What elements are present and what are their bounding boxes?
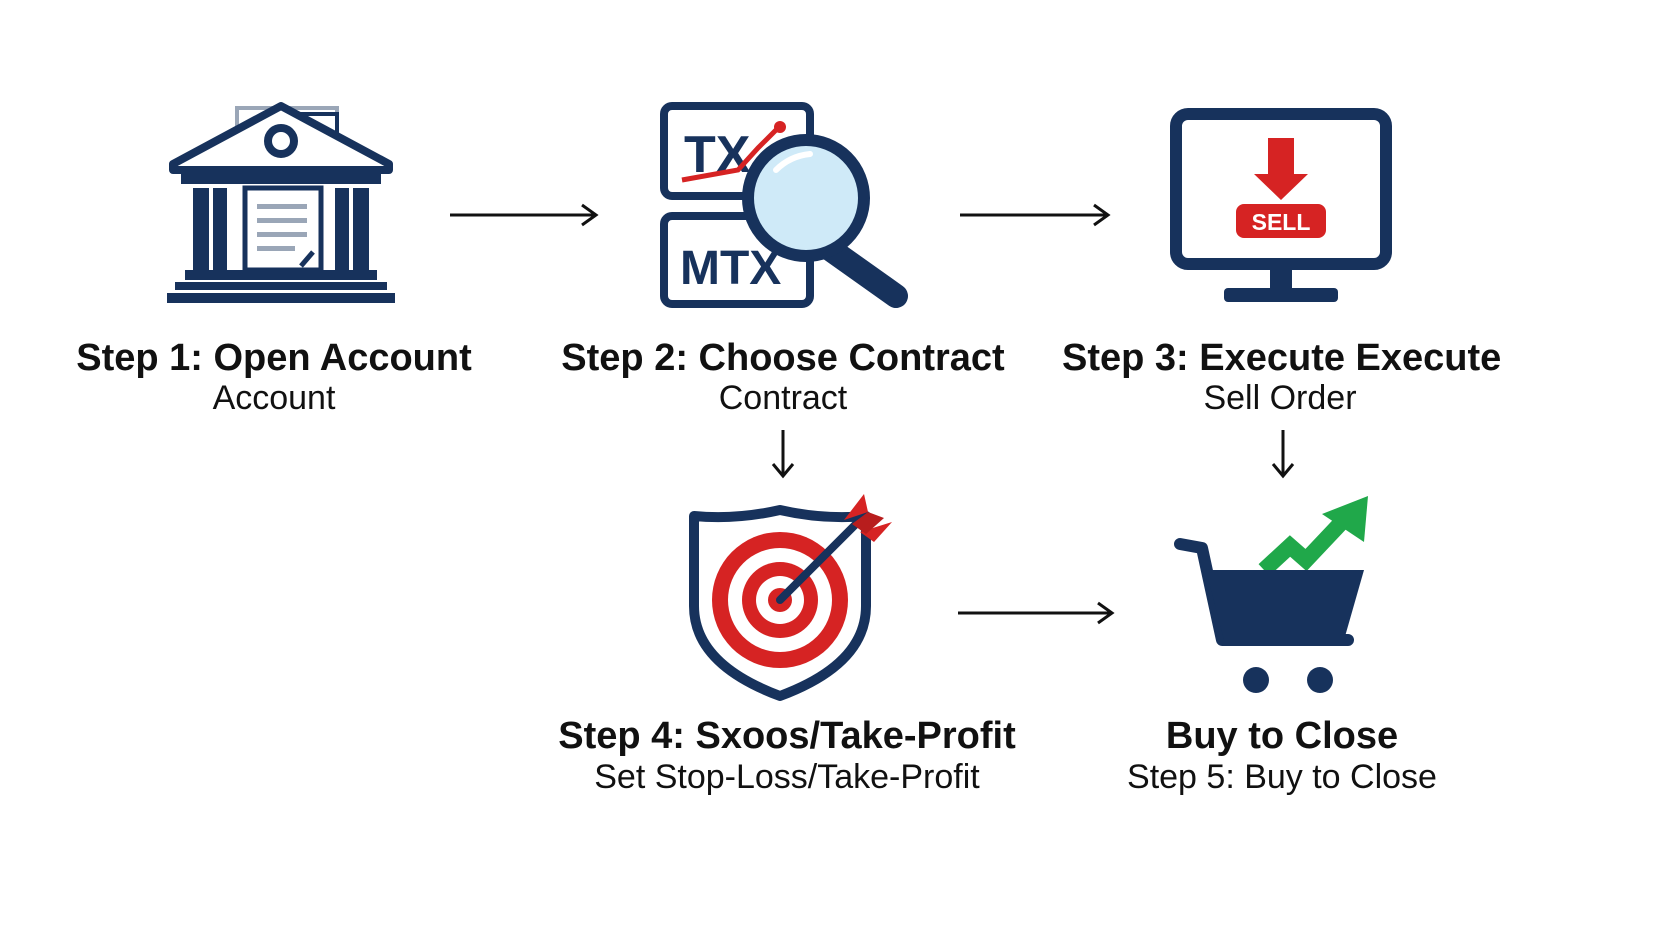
arrow-step4-to-step5 — [958, 601, 1115, 625]
arrow-step2-to-step4 — [771, 430, 795, 479]
sell-button-label: SELL — [1252, 209, 1311, 235]
arrow-step1-to-step2 — [450, 203, 599, 227]
arrow-step3-to-step5 — [1271, 430, 1295, 479]
step3-subtitle: Sell Order — [1203, 379, 1357, 417]
step1-subtitle: Account — [212, 379, 336, 417]
sell-monitor-icon: SELL — [1170, 108, 1392, 302]
step2-subtitle: Contract — [718, 379, 848, 417]
step3-title: Step 3: Execute Execute — [1062, 337, 1502, 379]
step1-title: Step 1: Open Account — [76, 337, 472, 379]
bank-icon — [167, 102, 395, 303]
target-shield-icon — [689, 494, 892, 701]
step5-subtitle: Step 5: Buy to Close — [1127, 758, 1437, 796]
cart-chart-icon — [1174, 496, 1368, 693]
step4-subtitle: Set Stop-Loss/Take-Profit — [594, 758, 980, 796]
step5-title: Buy to Close — [1165, 715, 1399, 757]
arrow-step2-to-step3 — [960, 203, 1111, 227]
contract-search-icon: TX MTX — [660, 102, 908, 308]
mtx-label: MTX — [680, 242, 781, 295]
step4-title: Step 4: Sxoos/Take-Profit — [558, 715, 1016, 757]
step2-title: Step 2: Choose Contract — [561, 337, 1005, 379]
